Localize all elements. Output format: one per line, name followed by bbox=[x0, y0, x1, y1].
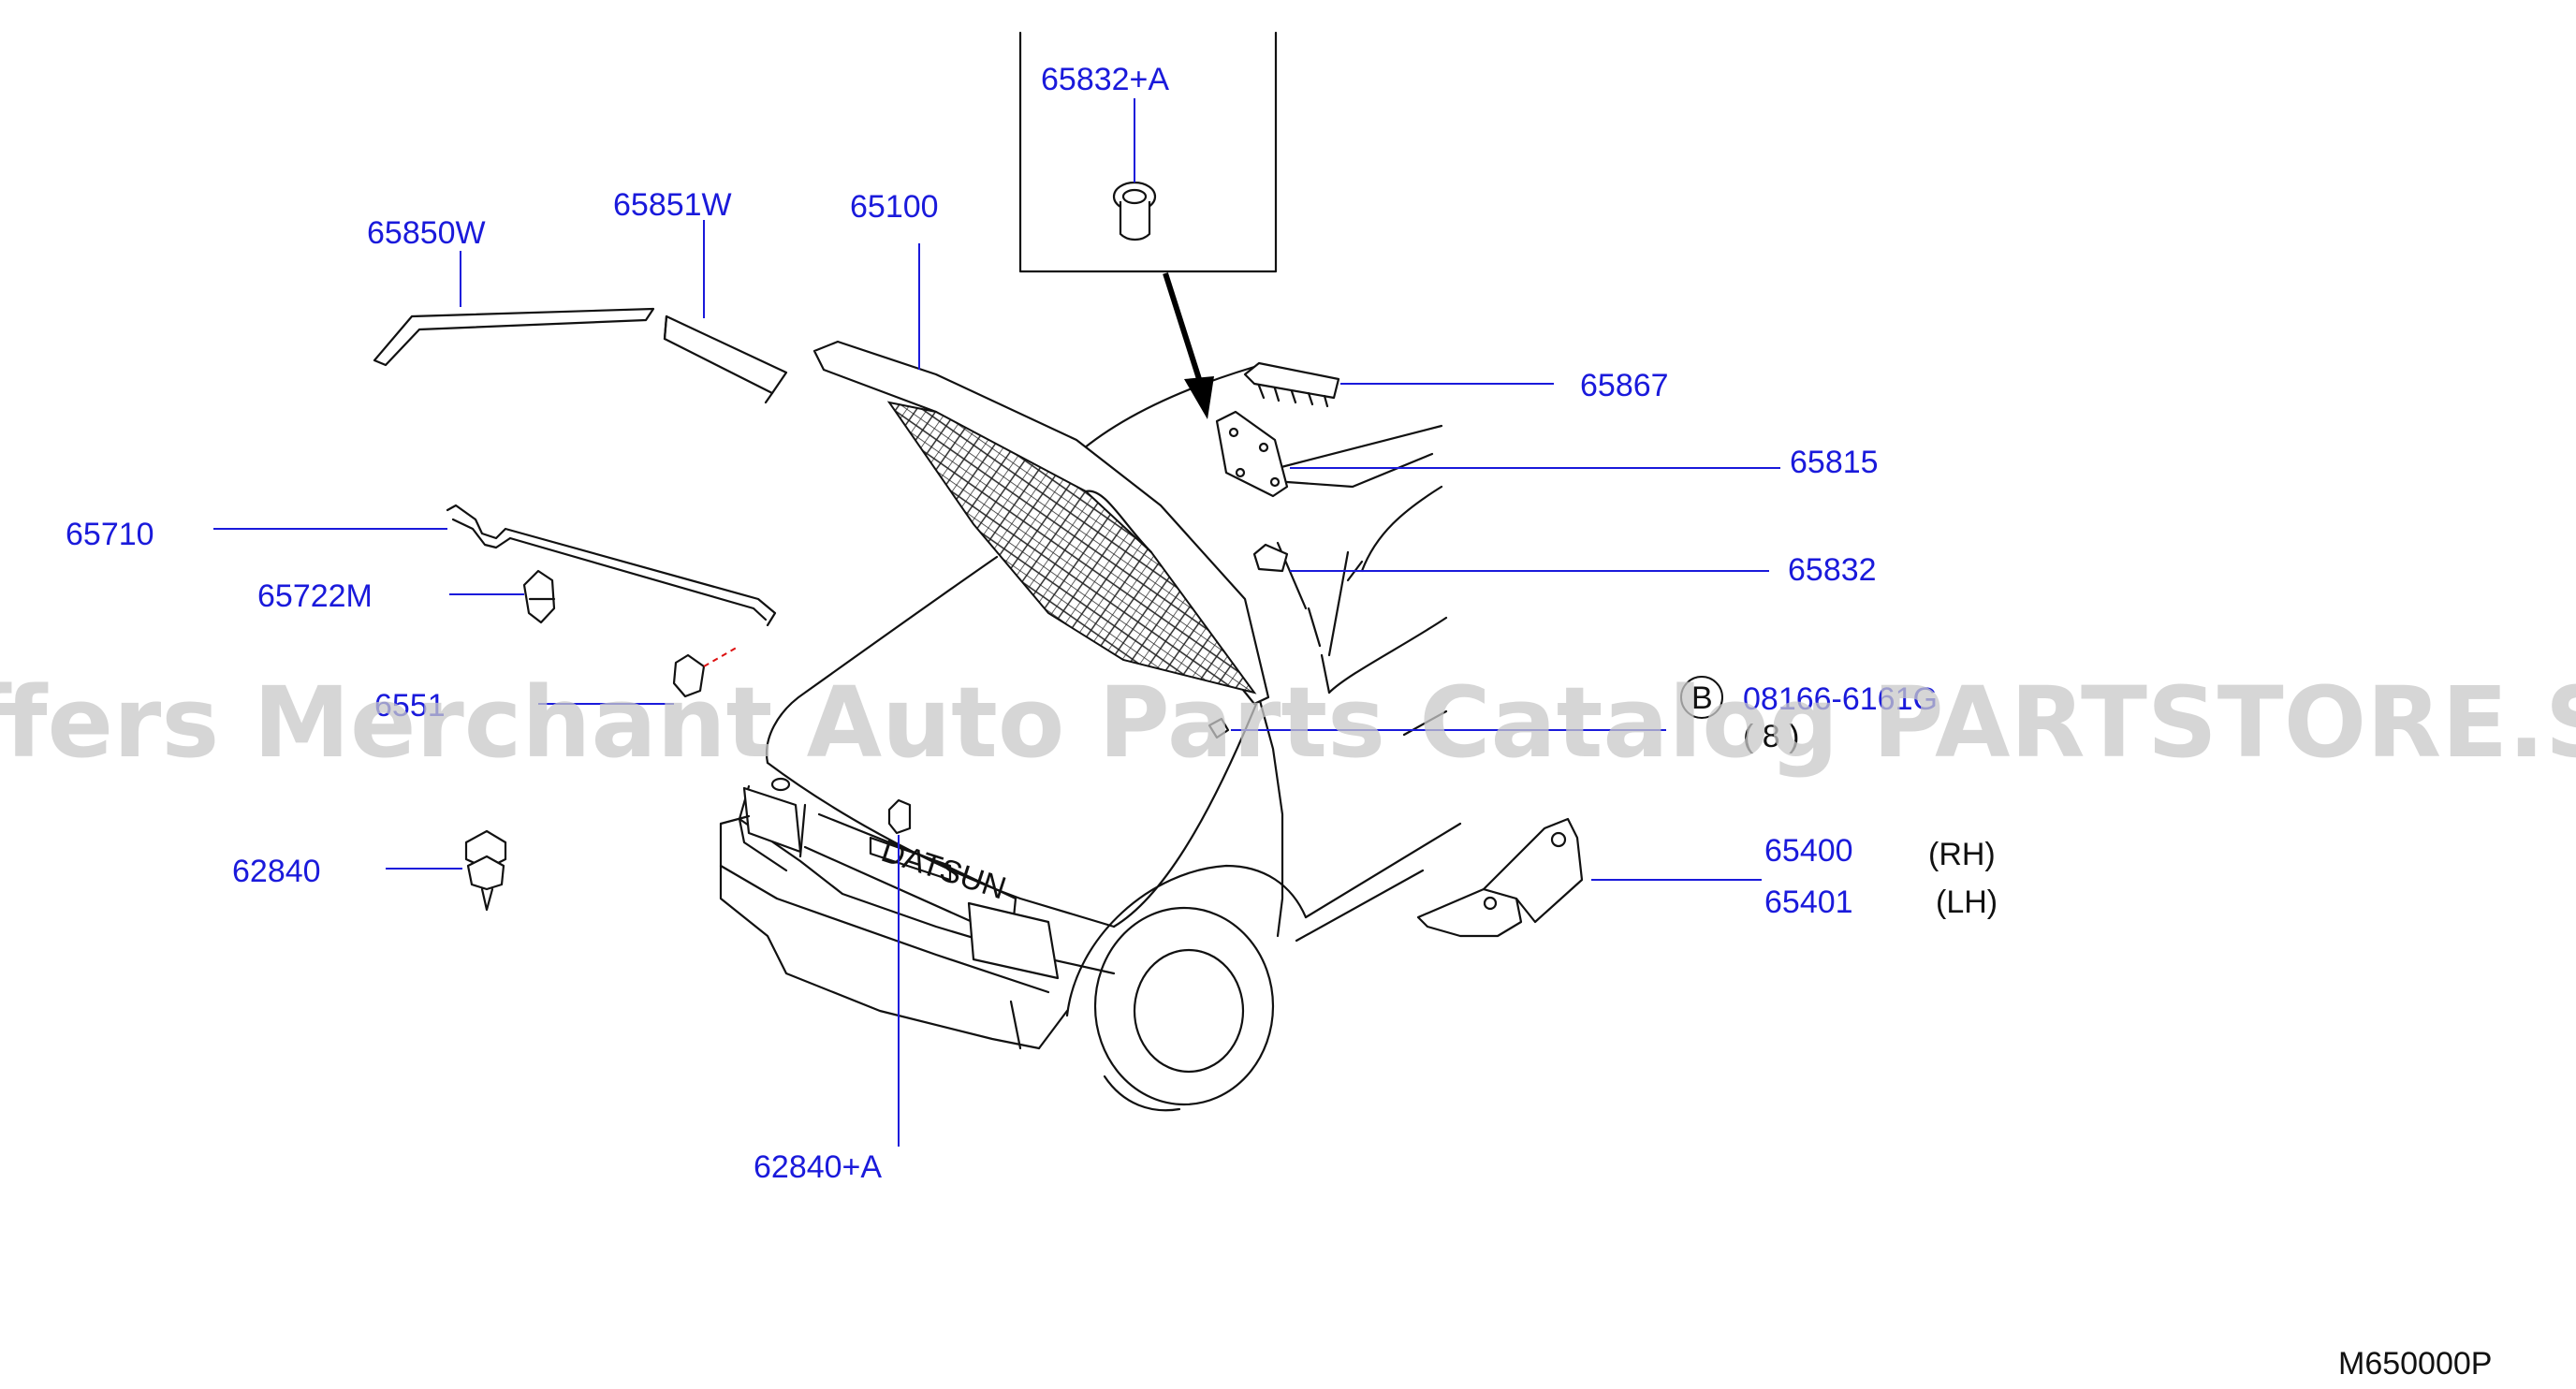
label-65710: 65710 bbox=[66, 517, 154, 552]
leader-lines bbox=[213, 98, 1780, 1147]
bolt-mark bbox=[1208, 717, 1230, 739]
label-rh: (RH) bbox=[1928, 837, 1996, 872]
label-08166: 08166-6161G bbox=[1743, 681, 1938, 717]
hood-bumper-rubber bbox=[672, 645, 740, 698]
label-65867: 65867 bbox=[1580, 368, 1669, 403]
label-65832a: 65832+A bbox=[1041, 62, 1169, 97]
quantity-note: ( 8 ) bbox=[1743, 719, 1799, 754]
label-65401: 65401 bbox=[1764, 885, 1853, 920]
label-65100: 65100 bbox=[850, 189, 939, 225]
watermark-text: Offers Merchant Auto Parts Catalog PARTS… bbox=[0, 665, 2576, 780]
hood-clip-center bbox=[887, 798, 912, 835]
detail-arrow bbox=[1163, 272, 1214, 419]
stay-clip bbox=[522, 569, 556, 624]
hood-clip bbox=[464, 829, 507, 912]
label-65722m: 65722M bbox=[257, 578, 373, 614]
label-65815: 65815 bbox=[1790, 445, 1879, 480]
label-62840a: 62840+A bbox=[754, 1149, 882, 1185]
detail-callout-box bbox=[1018, 31, 1278, 273]
label-lh: (LH) bbox=[1936, 885, 1998, 920]
label-62840: 62840 bbox=[232, 854, 321, 889]
label-65832: 65832 bbox=[1788, 552, 1877, 588]
hood-seal-front bbox=[663, 314, 788, 395]
diagram-code: M650000P bbox=[2338, 1346, 2492, 1382]
hood-hinge-bracket bbox=[1416, 817, 1584, 938]
badge-text: DATSUN bbox=[877, 833, 1010, 907]
label-65851w: 65851W bbox=[613, 187, 732, 223]
striker-pad bbox=[1252, 543, 1289, 573]
hood-weatherstrip bbox=[1243, 361, 1340, 400]
label-65400: 65400 bbox=[1764, 833, 1853, 869]
label-65850w: 65850W bbox=[367, 215, 486, 251]
bolt-symbol-circle bbox=[1680, 676, 1723, 719]
hood-panel bbox=[812, 340, 1270, 706]
label-65512: 6551 bbox=[374, 688, 446, 724]
hood-lock-plate bbox=[1215, 410, 1289, 498]
hood-molding-left bbox=[373, 307, 655, 367]
hood-stay-rod bbox=[446, 504, 777, 627]
grommet bbox=[1112, 181, 1157, 241]
bolt-symbol: B bbox=[1691, 680, 1713, 716]
